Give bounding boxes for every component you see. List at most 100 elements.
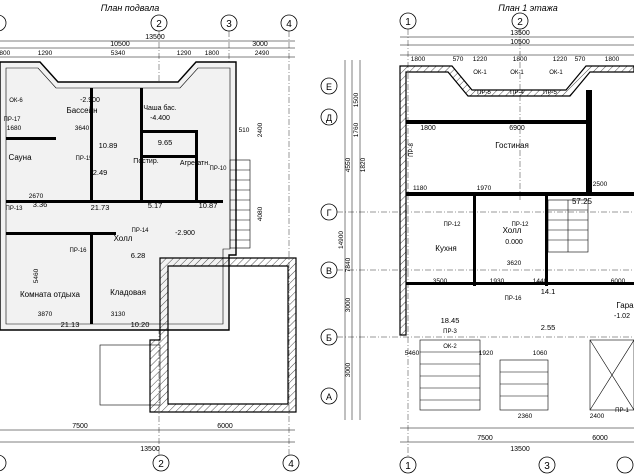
floor1-axis-label: 3: [544, 461, 550, 472]
basement-interior-walls: [6, 88, 223, 324]
room-level: -1.02: [614, 313, 630, 320]
floor1-grid-bubbles-left: Е Д Г В Б А: [320, 77, 338, 405]
basement-label: 4080: [257, 206, 264, 221]
floor1-label: 1920: [479, 350, 494, 357]
floor1-row-label: Е: [326, 82, 332, 92]
floor1-row-label: В: [326, 266, 332, 276]
floor1-dim-detail: 1800: [605, 56, 620, 63]
floor1-dim-top: 10500: [510, 39, 530, 46]
basement-label: 2670: [29, 193, 44, 200]
basement-axis-label: 2: [158, 459, 164, 470]
room-level: -2.900: [175, 230, 195, 237]
floor1-label: ПР-16: [505, 296, 523, 302]
floor1-row-label: А: [326, 392, 332, 402]
floor1-label: ПР-1: [615, 408, 629, 414]
basement-axis-label: 4: [286, 19, 292, 30]
floor1-label: 1930: [490, 278, 505, 285]
floor1-stair: [547, 199, 589, 253]
room-area: 10.89: [99, 141, 118, 150]
floor1-label: ПР-12: [444, 222, 462, 228]
room-name: Чаша бас.: [143, 104, 176, 112]
room-name: Комната отдыха: [20, 290, 81, 299]
basement-axis-label: 3: [226, 19, 232, 30]
basement-label: ПР-14: [132, 228, 150, 234]
floor1-row-label: Д: [326, 113, 332, 123]
basement-label: 2400: [257, 122, 264, 137]
floor1-dim-detail: 1800: [513, 56, 528, 63]
floor1-label: ПР-4: [510, 90, 524, 96]
basement-title: План подвала: [101, 3, 159, 13]
basement-label: ПР-10: [210, 166, 228, 172]
basement-axis-label: 4: [288, 459, 294, 470]
floor1-axis-label: 2: [517, 17, 523, 28]
floor1-label: 6900: [509, 125, 525, 132]
floor1-label: ОК-1: [549, 70, 563, 76]
basement-label: 1680: [7, 125, 22, 132]
room-level: 0.000: [505, 239, 523, 246]
basement-dim-detail: 2490: [255, 50, 270, 57]
floor1-interior-walls: [406, 90, 634, 286]
basement-dim-detail: 1800: [0, 50, 11, 57]
room-name: Холл: [503, 226, 522, 235]
floor1-dim-left: 3000: [345, 362, 352, 377]
floor1-dim-total-top: 13500: [510, 30, 530, 37]
floor1-axis-label: 1: [405, 461, 411, 472]
floor1-dim-left-detail: 1760: [353, 122, 360, 137]
floor1-outer-wall: [399, 65, 634, 336]
basement-grid-bubbles-top: 2 3 4: [0, 14, 298, 32]
floor1-dim-detail: 1800: [411, 56, 426, 63]
floor1-dim-left-detail: 1500: [353, 92, 360, 107]
room-area: 5.17: [148, 201, 163, 210]
basement-dim-detail: 1290: [38, 50, 53, 57]
room-area: 57.25: [572, 197, 593, 206]
room-area: 10.87: [199, 201, 218, 210]
room-area: 2.55: [541, 323, 556, 332]
floor1-dim-bottom: 6000: [592, 435, 608, 442]
floor1-row-label: Г: [327, 208, 332, 218]
room-name: Холл: [114, 234, 133, 243]
floor1-label: 2360: [518, 413, 533, 420]
basement-label: ПР-16: [70, 248, 88, 254]
floor1-label: ОК-2: [443, 344, 457, 350]
floor1-axis-label: 1: [405, 17, 411, 28]
floor1-label: 5460: [405, 350, 420, 357]
floor1-label: 1970: [477, 185, 492, 192]
room-name: Кладовая: [110, 288, 146, 297]
basement-label: ПР-17: [4, 117, 22, 123]
room-area: 10.20: [131, 320, 150, 329]
basement-dim-bottom: 6000: [217, 423, 233, 430]
floor1-label: ПР-5: [477, 90, 491, 96]
room-name: Гара: [616, 301, 634, 310]
floor1-dim-left: 3000: [345, 297, 352, 312]
floor1-dim-left-detail: 1820: [360, 157, 367, 172]
floor1-label: 2500: [593, 181, 608, 188]
room-area: 21.73: [91, 203, 110, 212]
floor1-label: 3620: [507, 260, 522, 267]
room-area: 9.65: [158, 138, 173, 147]
room-area: 3.36: [33, 200, 48, 209]
room-area: 2.49: [93, 168, 108, 177]
floor1-grid-bubbles-top: 1 2: [399, 12, 529, 30]
floor1-label: 1440: [533, 278, 548, 285]
floor1-garage-ramp: [589, 339, 634, 411]
basement-dim-top: 10500: [110, 41, 130, 48]
basement-dim-detail: 1290: [177, 50, 192, 57]
floor1-label: 1060: [533, 350, 548, 357]
basement-stair: [229, 159, 251, 249]
room-name: Кухня: [435, 244, 456, 253]
floor1-plan: План 1 этажа 1 2 1 3 Е Д Г В: [320, 3, 634, 474]
floor1-label: ОК-1: [473, 70, 487, 76]
basement-label: ОК-6: [9, 98, 23, 104]
floor1-grid-bubbles-bottom: 1 3: [399, 456, 634, 474]
basement-dim-top: 3000: [252, 41, 268, 48]
floor1-dim-bottom: 7500: [477, 435, 493, 442]
basement-label: ПР-15: [76, 156, 94, 162]
basement-dim-bottom: 7500: [72, 423, 88, 430]
room-area: 14.1: [541, 287, 556, 296]
floor1-label: ПР-5: [543, 90, 557, 96]
room-name: Постир.: [133, 158, 158, 165]
room-name: Агрегатн.: [180, 160, 210, 167]
floor1-label: ПР-3: [443, 329, 457, 335]
basement-label: ПР-13: [6, 206, 24, 212]
